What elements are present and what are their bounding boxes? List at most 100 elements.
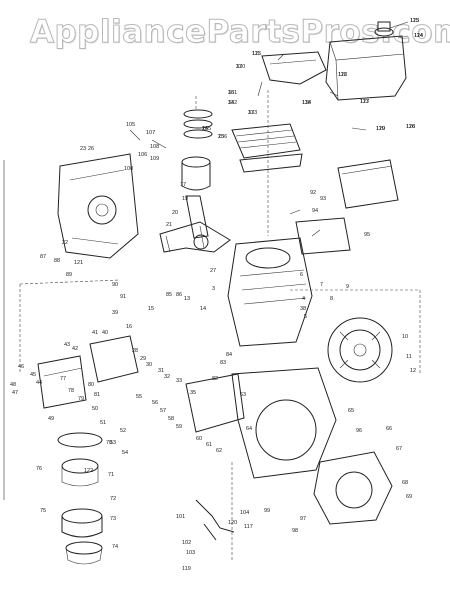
part-label: 22 (62, 240, 68, 246)
part-label: 46 (18, 364, 24, 370)
fuel-tank (325, 21, 407, 101)
part-label: 48 (10, 382, 16, 388)
part-label: 81 (94, 392, 100, 398)
part-label: 90 (112, 282, 118, 288)
part-label: 45 (30, 372, 36, 378)
boundary-line (19, 279, 421, 374)
part-label: 124 (414, 33, 423, 39)
part-label: 69 (406, 494, 412, 500)
part-label: 37 (248, 110, 254, 116)
part-label: 94 (312, 208, 318, 214)
part-label: 19 (182, 196, 188, 202)
part-label: 76 (36, 466, 42, 472)
part-label: 74 (112, 544, 118, 550)
part-label: 85 (166, 292, 172, 298)
part-label: 14 (200, 306, 206, 312)
part-label: 63 (240, 392, 246, 398)
part-label: 16 (126, 324, 132, 330)
crankshaft (159, 221, 231, 253)
part-label: 43 (64, 342, 70, 348)
part-label: 110 (376, 126, 385, 132)
part-label: 52 (120, 428, 126, 434)
part-label: 83 (220, 360, 226, 366)
part-label: 135 (202, 126, 211, 132)
part-label: 55 (136, 394, 142, 400)
part-label: 66 (386, 426, 392, 432)
part-label: 24 (202, 126, 208, 132)
part-label: 84 (226, 352, 232, 358)
part-label: 42 (72, 346, 78, 352)
part-label: 10 (402, 334, 408, 340)
part-label: 59 (176, 424, 182, 430)
part-label: 126 (338, 72, 347, 78)
part-label: 61 (206, 442, 212, 448)
part-label: 13 (184, 296, 190, 302)
part-label: 47 (12, 390, 18, 396)
centerline (195, 90, 269, 560)
part-label: 41 (92, 330, 98, 336)
part-label: 9 (346, 284, 349, 290)
part-label: 68 (402, 480, 408, 486)
part-label: 121 (74, 260, 83, 266)
part-label: 4 (302, 296, 305, 302)
part-label: 40 (102, 330, 108, 336)
part-label: 67 (396, 446, 402, 452)
part-label: 26 (88, 146, 94, 152)
part-label: 8 (330, 296, 333, 302)
part-label: 35 (190, 390, 196, 396)
part-label: 38 (300, 306, 306, 312)
part-label: 91 (120, 294, 126, 300)
part-label: 122 (84, 468, 93, 474)
part-label: 29 (140, 356, 146, 362)
part-label: 5 (304, 314, 307, 320)
part-label: 118 (302, 100, 311, 106)
part-label: 7 (320, 282, 323, 288)
part-label: 56 (152, 400, 158, 406)
part-label: 36 (228, 90, 234, 96)
connecting-rod (185, 195, 209, 250)
part-label: 37 (236, 64, 242, 70)
part-label: 107 (146, 130, 155, 136)
part-label: 20 (172, 210, 178, 216)
part-label: 92 (310, 190, 316, 196)
part-label: 116 (406, 124, 415, 130)
part-label: 97 (300, 516, 306, 522)
part-label: 65 (348, 408, 354, 414)
part-label: 112 (338, 72, 347, 78)
part-label: 88 (54, 258, 60, 264)
part-label: 99 (264, 508, 270, 514)
part-label: 125 (252, 51, 261, 57)
part-label: 114 (414, 33, 423, 39)
part-label: 96 (356, 428, 362, 434)
part-label: 130 (236, 64, 245, 70)
part-label: 136 (218, 134, 227, 140)
part-label: 6 (300, 272, 303, 278)
part-label: 39 (112, 310, 118, 316)
part-label: 3 (212, 286, 215, 292)
air-cleaner (57, 432, 103, 565)
part-label: 75 (40, 508, 46, 514)
part-label: 103 (186, 550, 195, 556)
throttle-linkage (195, 499, 235, 541)
part-label: 128 (406, 124, 415, 130)
rewind-starter (313, 451, 393, 525)
part-label: 101 (176, 514, 185, 520)
part-label: 108 (150, 144, 159, 150)
part-label: 33 (176, 378, 182, 384)
part-label: 58 (168, 416, 174, 422)
part-label: 79 (78, 396, 84, 402)
part-label: 93 (320, 196, 326, 202)
part-label: 62 (216, 448, 222, 454)
part-label: 77 (60, 376, 66, 382)
part-label: 106 (138, 152, 147, 158)
part-label: 100 (124, 166, 133, 172)
blower-housing (185, 367, 337, 479)
part-label: 51 (100, 420, 106, 426)
part-label: 132 (228, 100, 237, 106)
part-label: 30 (146, 362, 152, 368)
part-label: 11 (406, 354, 412, 360)
part-label: 23 (80, 146, 86, 152)
part-label: 134 (302, 100, 311, 106)
part-label: 73 (110, 516, 116, 522)
